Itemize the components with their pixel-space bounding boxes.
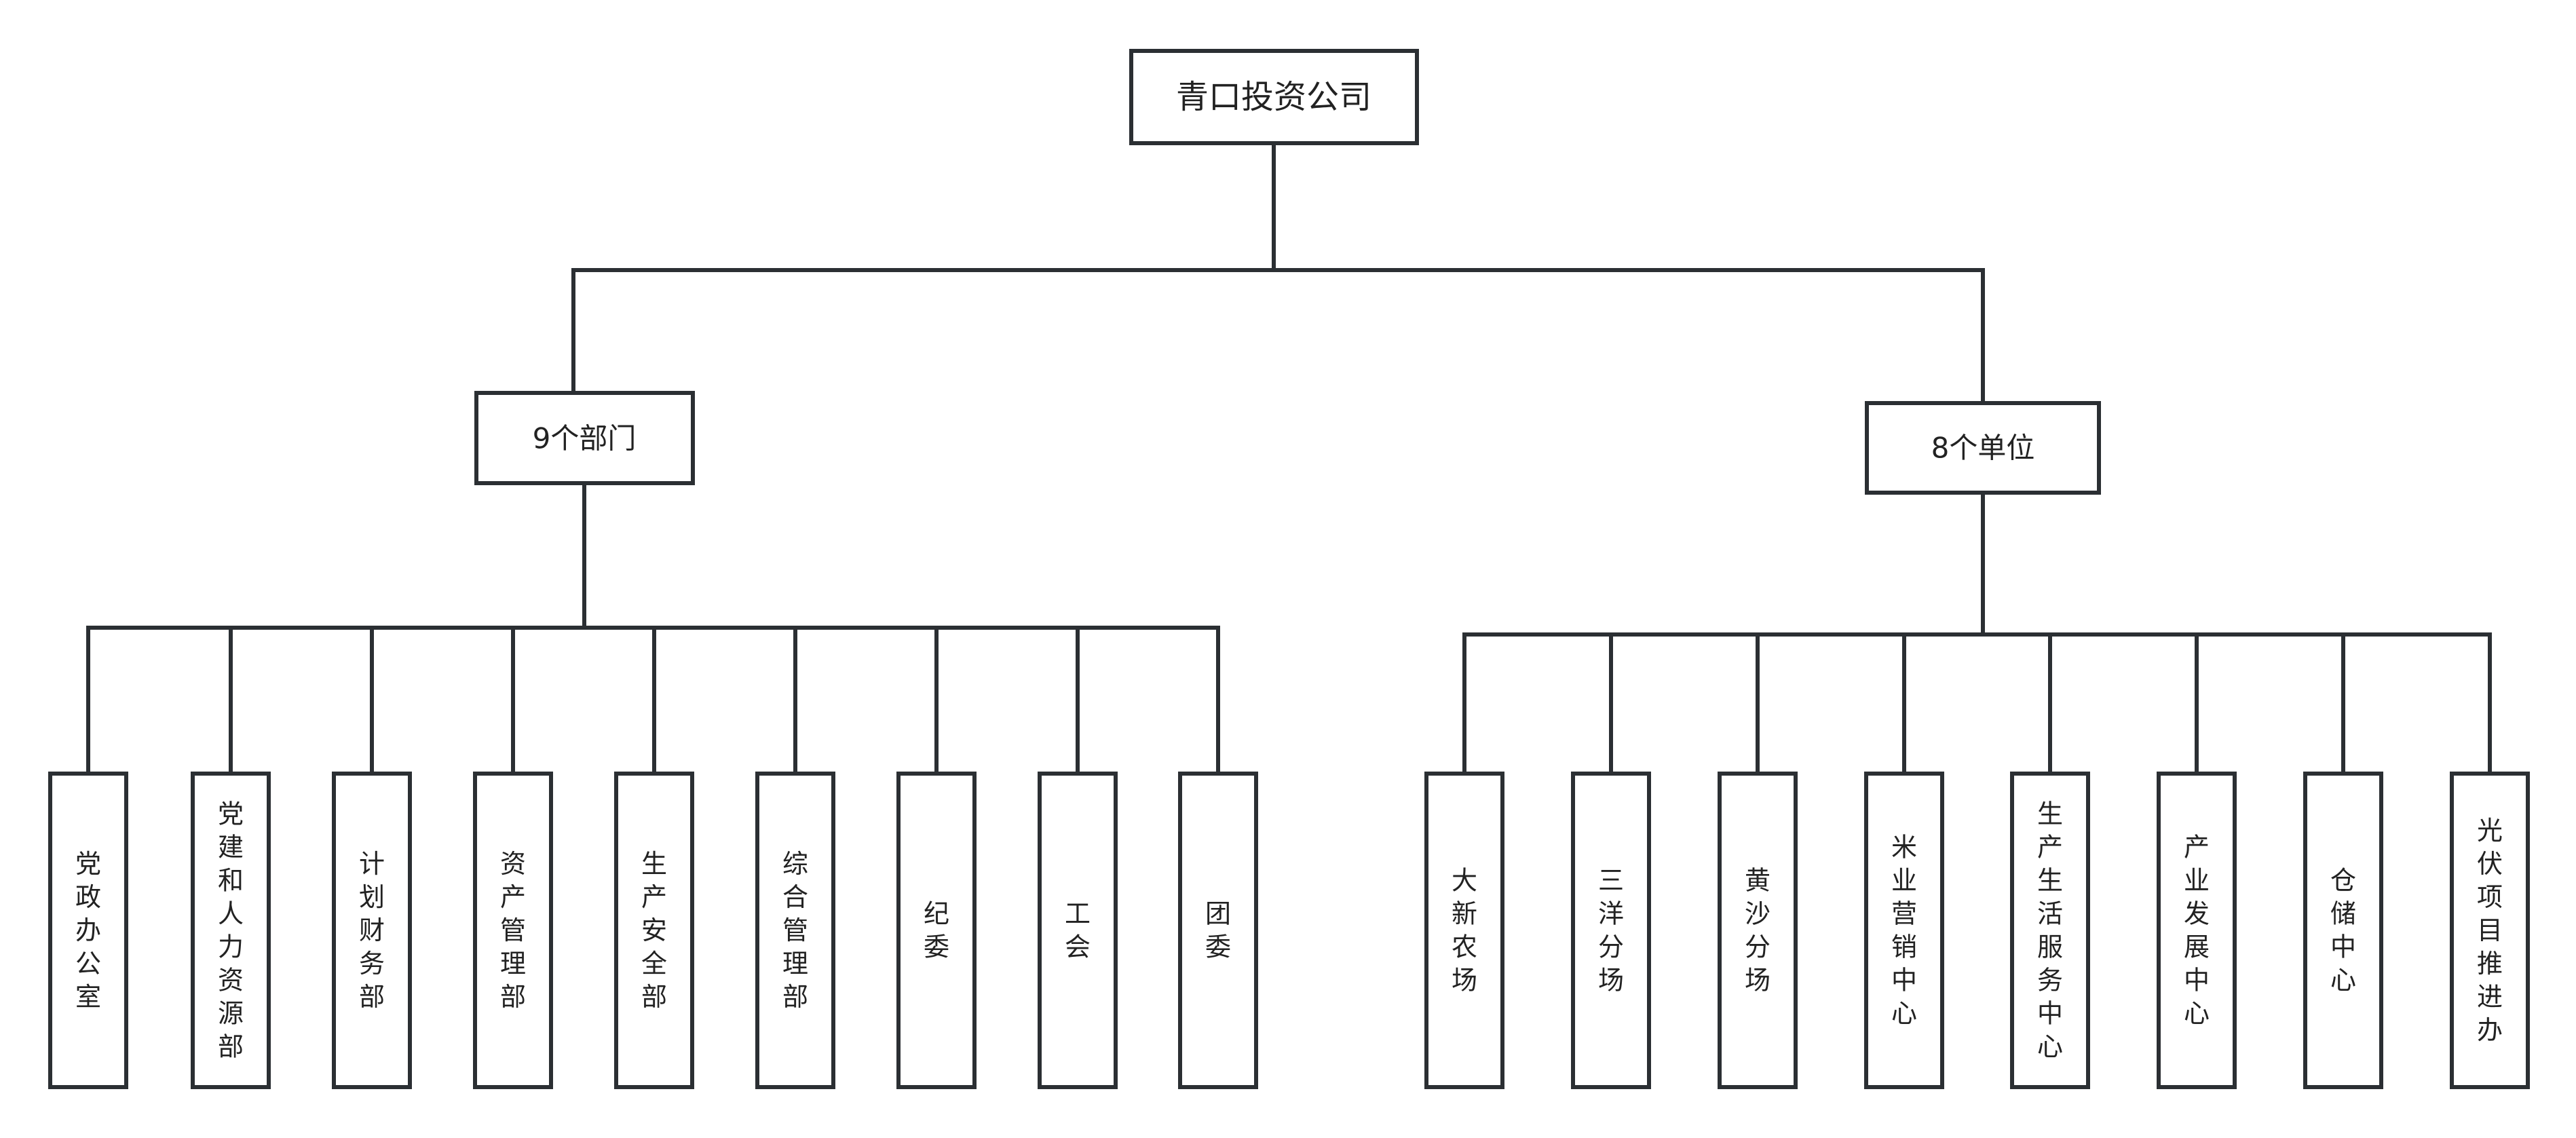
leaf-node: 党政办公室 xyxy=(48,772,128,1089)
leaf-node: 大新农场 xyxy=(1424,772,1504,1089)
leaf-nodes: 党政办公室 党建和人力资源部 计划财务部 资产管理部 生产安全部 综合管理部 纪委 工会 团委 大… xyxy=(48,772,2530,1089)
leaf-label: 党建和人力资源部 xyxy=(218,799,244,1062)
leaf-node: 计划财务部 xyxy=(332,772,412,1089)
leaf-node: 米业营销中心 xyxy=(1864,772,1944,1089)
leaf-node: 黄沙分场 xyxy=(1718,772,1798,1089)
leaf-box xyxy=(332,772,412,1089)
leaf-box xyxy=(1864,772,1944,1089)
leaf-box xyxy=(473,772,553,1089)
leaf-label: 米业营销中心 xyxy=(1891,833,1917,1029)
leaf-label: 产业发展中心 xyxy=(2184,833,2210,1029)
leaf-box xyxy=(1571,772,1651,1089)
leaf-node: 团委 xyxy=(1178,772,1258,1089)
leaf-box xyxy=(2157,772,2237,1089)
leaf-node: 光伏项目推进办 xyxy=(2450,772,2530,1089)
leaf-box xyxy=(1718,772,1798,1089)
leaf-label: 生产安全部 xyxy=(641,849,667,1012)
root-box xyxy=(1129,49,1419,145)
group-label-departments: 9个部门 xyxy=(533,422,637,455)
group-label-units: 8个单位 xyxy=(1931,432,2035,465)
leaf-box xyxy=(48,772,128,1089)
leaf-node: 三洋分场 xyxy=(1571,772,1651,1089)
leaf-label: 党政办公室 xyxy=(75,849,101,1012)
leaf-label: 仓储中心 xyxy=(2330,866,2356,995)
leaf-node: 产业发展中心 xyxy=(2157,772,2237,1089)
leaf-label: 光伏项目推进办 xyxy=(2477,816,2503,1045)
leaf-label: 生产生活服务中心 xyxy=(2037,799,2063,1062)
leaf-node: 生产安全部 xyxy=(614,772,694,1089)
leaf-label: 黄沙分场 xyxy=(1745,866,1770,995)
leaf-label: 三洋分场 xyxy=(1598,866,1624,995)
leaf-node: 工会 xyxy=(1038,772,1118,1089)
leaf-label: 纪委 xyxy=(924,899,949,962)
leaf-box xyxy=(1038,772,1118,1089)
leaf-box xyxy=(2450,772,2530,1089)
leaf-node: 党建和人力资源部 xyxy=(191,772,271,1089)
leaf-box xyxy=(191,772,271,1089)
leaf-node: 综合管理部 xyxy=(755,772,835,1089)
group-node-departments: 9个部门 xyxy=(474,391,695,485)
leaf-label: 大新农场 xyxy=(1452,866,1477,995)
leaf-label: 综合管理部 xyxy=(782,849,808,1012)
leaf-box xyxy=(1424,772,1504,1089)
leaf-node: 生产生活服务中心 xyxy=(2010,772,2090,1089)
leaf-box xyxy=(896,772,977,1089)
leaf-box xyxy=(2303,772,2383,1089)
leaf-node: 资产管理部 xyxy=(473,772,553,1089)
group-box-departments xyxy=(474,391,695,485)
leaf-label: 资产管理部 xyxy=(500,849,526,1012)
leaf-node: 仓储中心 xyxy=(2303,772,2383,1089)
connector-lines xyxy=(86,141,2492,776)
group-box-units xyxy=(1865,401,2101,495)
leaf-label: 计划财务部 xyxy=(359,849,385,1012)
leaf-node: 纪委 xyxy=(896,772,977,1089)
leaf-label: 工会 xyxy=(1065,899,1091,962)
leaf-box xyxy=(1178,772,1258,1089)
leaf-box xyxy=(614,772,694,1089)
leaf-label: 团委 xyxy=(1205,899,1231,962)
leaf-box xyxy=(755,772,835,1089)
root-label: 青口投资公司 xyxy=(1176,78,1371,116)
leaf-box xyxy=(2010,772,2090,1089)
group-node-units: 8个单位 xyxy=(1865,401,2101,495)
root-node: 青口投资公司 xyxy=(1129,49,1419,145)
